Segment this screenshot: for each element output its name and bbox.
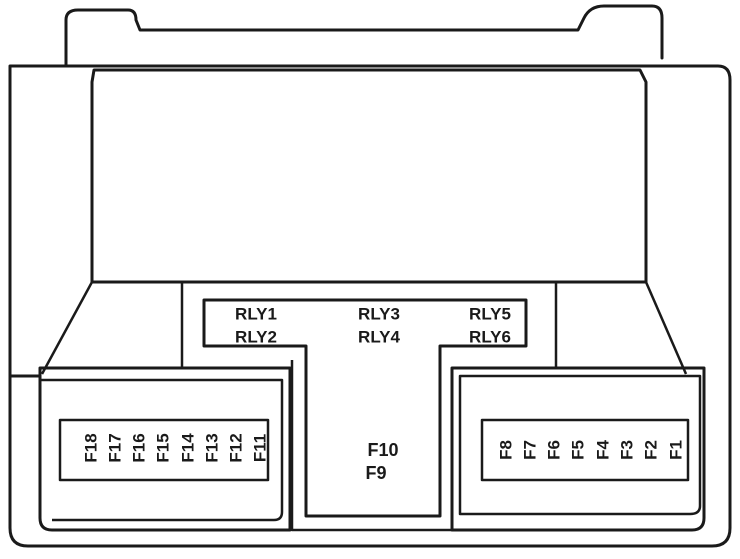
fuse-label-f6: F6 <box>544 440 564 460</box>
fuse-label-f3: F3 <box>617 440 637 460</box>
fuse-label-f2: F2 <box>641 440 661 460</box>
fuse-label-f17: F17 <box>105 433 125 463</box>
fuse-label-f7: F7 <box>520 440 540 460</box>
right-slope <box>644 281 688 375</box>
relay-block <box>202 298 528 518</box>
fuse-label-f8: F8 <box>496 440 516 460</box>
fuse-label-f10: F10 <box>367 440 399 460</box>
fuse-label-f1: F1 <box>666 440 686 460</box>
relay-label-rly4: RLY4 <box>358 327 400 347</box>
left-fuse-bay <box>8 366 292 532</box>
top-tab <box>64 4 664 68</box>
left-slope <box>40 281 94 375</box>
right-fuse-bay <box>450 366 706 532</box>
outer-housing <box>8 64 732 548</box>
fuse-label-f16: F16 <box>129 433 149 463</box>
relay-label-rly1: RLY1 <box>235 304 277 324</box>
fuse-label-f9: F9 <box>365 463 387 483</box>
fuse-label-f18: F18 <box>81 433 101 463</box>
fuse-label-f4: F4 <box>593 440 613 460</box>
fuse-label-f13: F13 <box>202 433 222 463</box>
right-fuse-bay-inner <box>458 374 702 516</box>
right-fuse-box <box>480 418 690 482</box>
fuse-label-f14: F14 <box>178 433 198 463</box>
relay-block-outer <box>290 360 452 532</box>
fuse-label-f12: F12 <box>226 433 246 463</box>
relay-label-rly3: RLY3 <box>358 304 400 324</box>
upper-panel <box>90 68 648 284</box>
relay-label-rly6: RLY6 <box>469 327 511 347</box>
left-fuse-box <box>58 418 270 482</box>
fuse-label-f5: F5 <box>568 440 588 460</box>
relay-label-rly5: RLY5 <box>469 304 511 324</box>
left-fuse-bay-inner <box>40 378 284 522</box>
fuse-label-f15: F15 <box>153 433 173 463</box>
relay-label-rly2: RLY2 <box>235 327 277 347</box>
fuse-label-f11: F11 <box>250 433 270 463</box>
